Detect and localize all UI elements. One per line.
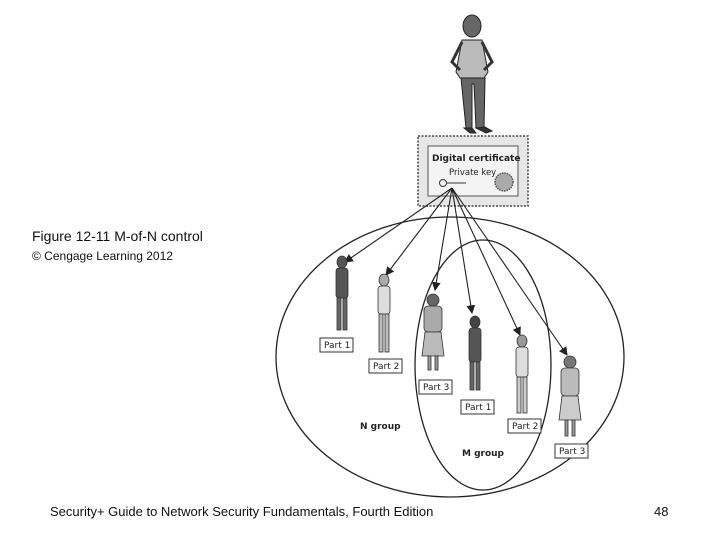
page-number: 48 [654, 504, 669, 519]
person-2-figure-icon [377, 273, 391, 353]
svg-text:Part 2: Part 2 [512, 422, 538, 432]
certificate-seal-icon [494, 172, 514, 192]
svg-text:Part 1: Part 1 [324, 341, 350, 351]
part-label-2: Part 2 [368, 358, 403, 374]
key-icon [439, 179, 466, 187]
certificate-key-label: Private key [449, 168, 496, 178]
part-label-1: Part 1 [319, 337, 354, 353]
person-1-figure-icon [335, 255, 349, 331]
svg-text:Part 3: Part 3 [423, 383, 449, 393]
person-figures [335, 255, 582, 437]
part-label-3: Part 3 [418, 379, 453, 395]
figure-title: Figure 12-11 M-of-N control [32, 228, 203, 244]
n-group-label: N group [360, 422, 401, 432]
footer-text: Security+ Guide to Network Security Fund… [50, 504, 434, 519]
person-4-figure-icon [468, 315, 482, 391]
figure-credit: © Cengage Learning 2012 [32, 249, 173, 263]
certificate-title: Digital certificate [432, 154, 520, 164]
svg-text:Part 2: Part 2 [373, 362, 399, 372]
svg-text:Part 3: Part 3 [559, 447, 585, 457]
part-label-4: Part 1 [460, 399, 495, 415]
person-3-figure-icon [421, 293, 445, 371]
person-5-figure-icon [515, 334, 529, 414]
m-group-ellipse [414, 239, 552, 491]
administrator-figure-icon [450, 14, 494, 134]
n-group-ellipse [275, 216, 625, 498]
part-label-6: Part 3 [554, 443, 589, 459]
digital-certificate: Digital certificate Private key [417, 135, 529, 207]
part-label-5: Part 2 [507, 418, 542, 434]
m-group-label: M group [462, 449, 505, 459]
svg-text:Part 1: Part 1 [465, 403, 491, 413]
part-labels: Part 1 Part 2 Part 3 Part 1 Part 2 Part … [319, 337, 589, 459]
key-distribution-arrows [344, 187, 568, 356]
person-6-figure-icon [558, 355, 582, 437]
